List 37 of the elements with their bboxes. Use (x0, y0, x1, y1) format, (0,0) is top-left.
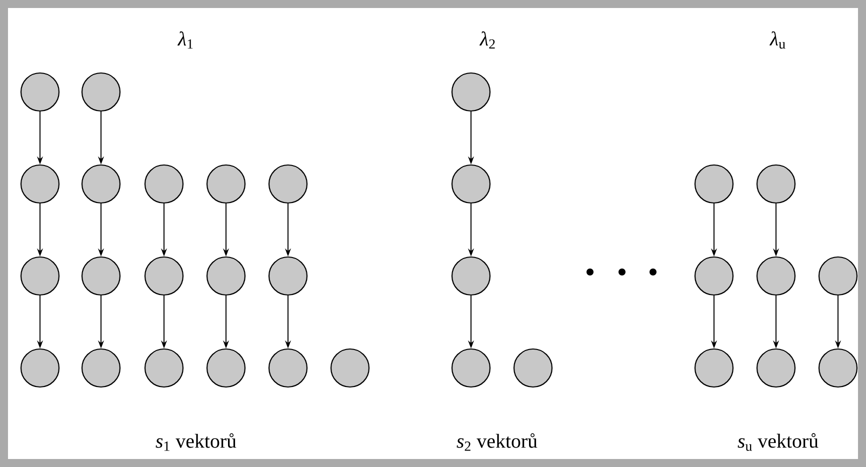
vertex-circle (756, 164, 796, 204)
vertex-circle (144, 256, 184, 296)
eigenvalue-label: λ$_{2}$ (479, 31, 495, 49)
vertex-circle (206, 164, 246, 204)
vertex-circle (513, 348, 553, 388)
vertex-circle (20, 348, 60, 388)
vertex-circle (144, 348, 184, 388)
vertex-circle (818, 348, 858, 388)
vertex-circle (451, 256, 491, 296)
vertex-circle (756, 348, 796, 388)
vertex-circle (694, 256, 734, 296)
vertex-circle (451, 164, 491, 204)
vertex-circle (451, 72, 491, 112)
eigenvalue-label: λ$_{1}$ (177, 31, 193, 49)
vertex-circle (20, 164, 60, 204)
vertex-circle (330, 348, 370, 388)
vertex-circle (818, 256, 858, 296)
vertex-circle (206, 256, 246, 296)
vertex-circle (81, 164, 121, 204)
eigenvalue-label: λ$_{u}$ (769, 31, 786, 49)
vertex-circle (694, 348, 734, 388)
vertex-circle (81, 256, 121, 296)
vertex-circle (268, 164, 308, 204)
vertex-circle (144, 164, 184, 204)
vertex-circle (81, 348, 121, 388)
vertex-circle (694, 164, 734, 204)
vertex-circle (81, 72, 121, 112)
vertex-circle (268, 256, 308, 296)
vertex-circle (268, 348, 308, 388)
count-label: s$_{u}$ vektorů (738, 433, 818, 451)
vertex-circle (451, 348, 491, 388)
count-label: s$_{2}$ vektorů (456, 433, 538, 451)
count-label: s$_{1}$ vektorů (156, 433, 236, 451)
vertex-circle (20, 72, 60, 112)
vertex-circle (20, 256, 60, 296)
vertex-circle (756, 256, 796, 296)
vertex-circle (206, 348, 246, 388)
